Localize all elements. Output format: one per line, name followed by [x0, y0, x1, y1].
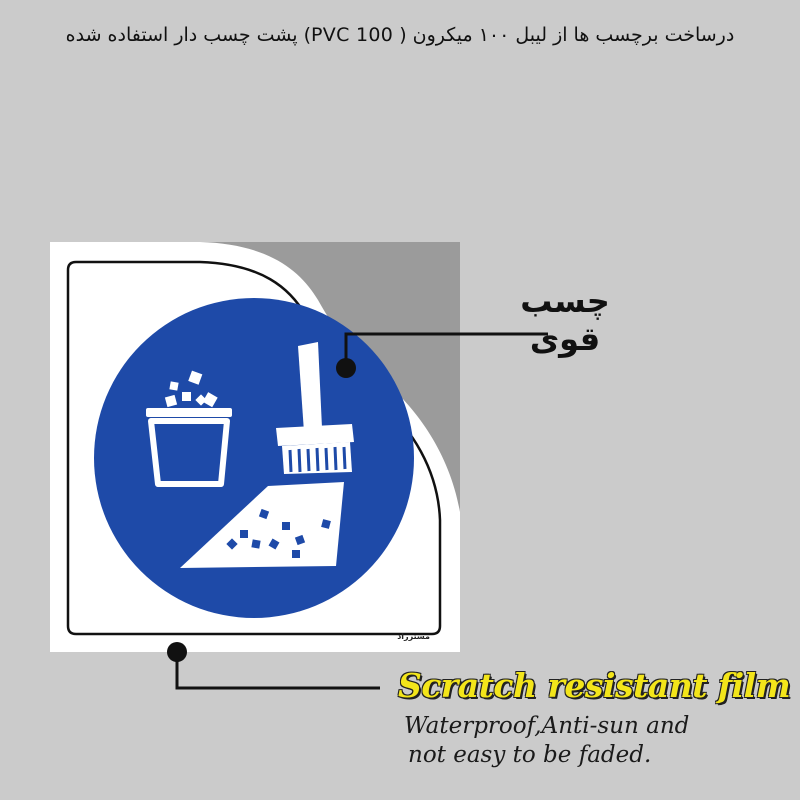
film-title: Scratch resistant film — [398, 666, 791, 705]
bucket-icon — [146, 370, 232, 487]
film-desc-line1: Waterproof,Anti-sun and — [404, 713, 690, 739]
debris-icon — [226, 508, 331, 558]
glue-callout-line — [336, 332, 548, 378]
broom-icon — [180, 342, 354, 568]
brand-label: مسترراد — [397, 632, 430, 641]
strong-glue-label: چسب قوی — [520, 282, 610, 358]
header-caption: درساخت برچسب ها از لیبل ۱۰۰ میکرون ( PVC… — [65, 24, 735, 46]
film-description: Waterproof,Anti-sun and not easy to be f… — [404, 712, 689, 770]
safety-sign — [94, 298, 414, 618]
film-desc-line2: not easy to be faded. — [408, 742, 652, 768]
film-callout-line — [167, 642, 380, 690]
